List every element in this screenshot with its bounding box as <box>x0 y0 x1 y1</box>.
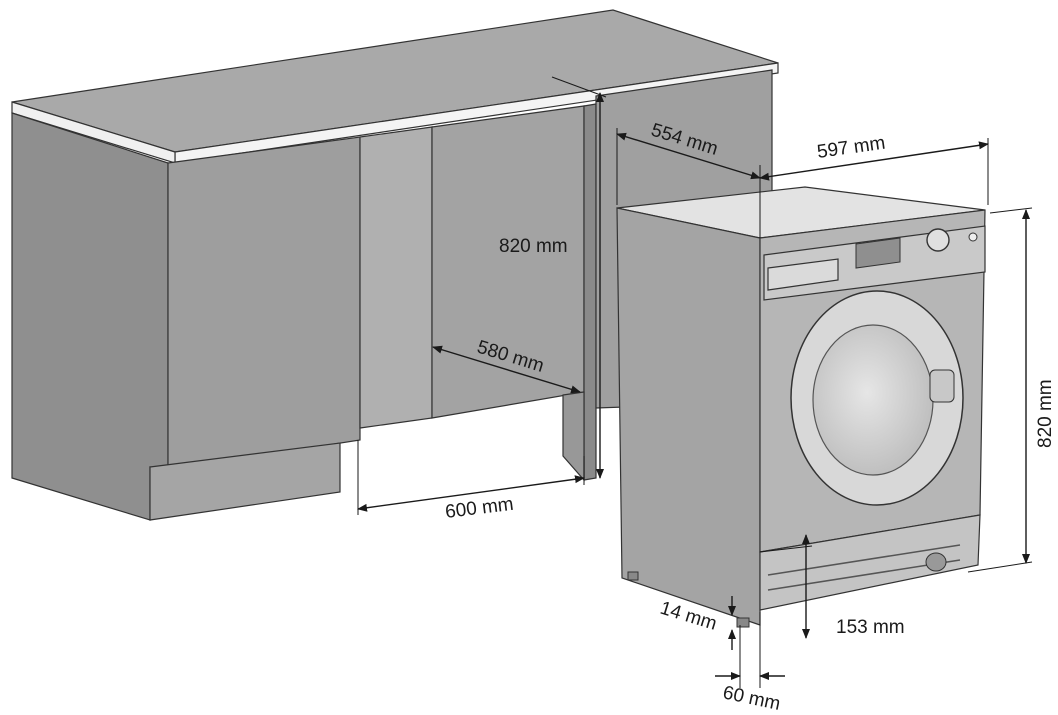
niche-height-label: 820 mm <box>499 236 568 257</box>
machine-side <box>616 207 761 626</box>
door-glass <box>812 324 934 476</box>
niche-depth-arrow <box>432 345 581 394</box>
detergent-drawer <box>767 258 839 291</box>
washing-machine <box>616 186 986 628</box>
machine-width-arrow <box>759 141 989 181</box>
power-button-icon <box>968 232 978 242</box>
left-unit-door <box>167 136 361 471</box>
machine-depth-arrow <box>616 132 761 180</box>
plinth-height-label: 153 mm <box>836 617 905 638</box>
niche-width-arrow <box>357 475 585 512</box>
program-knob-icon <box>926 228 950 252</box>
niche-left-wall <box>359 126 433 429</box>
machine-width-label: 597 mm <box>816 133 887 163</box>
machine-height-label: 820 mm <box>1035 379 1056 448</box>
dimension-lines <box>357 76 1033 688</box>
machine-foot-left <box>627 571 639 581</box>
display-panel <box>855 237 901 269</box>
machine-plinth <box>759 514 981 611</box>
cabinet-left-side <box>11 112 169 521</box>
niche-right-wall <box>583 103 597 481</box>
door-handle <box>929 369 955 403</box>
machine-foot-front <box>736 617 750 628</box>
niche-width-label: 600 mm <box>444 494 515 523</box>
plinth-setback-label: 60 mm <box>721 682 782 715</box>
pump-cover-icon <box>925 552 947 572</box>
niche-back-wall <box>431 105 585 419</box>
left-unit-plinth <box>149 442 341 521</box>
niche-right-inner <box>562 391 585 482</box>
